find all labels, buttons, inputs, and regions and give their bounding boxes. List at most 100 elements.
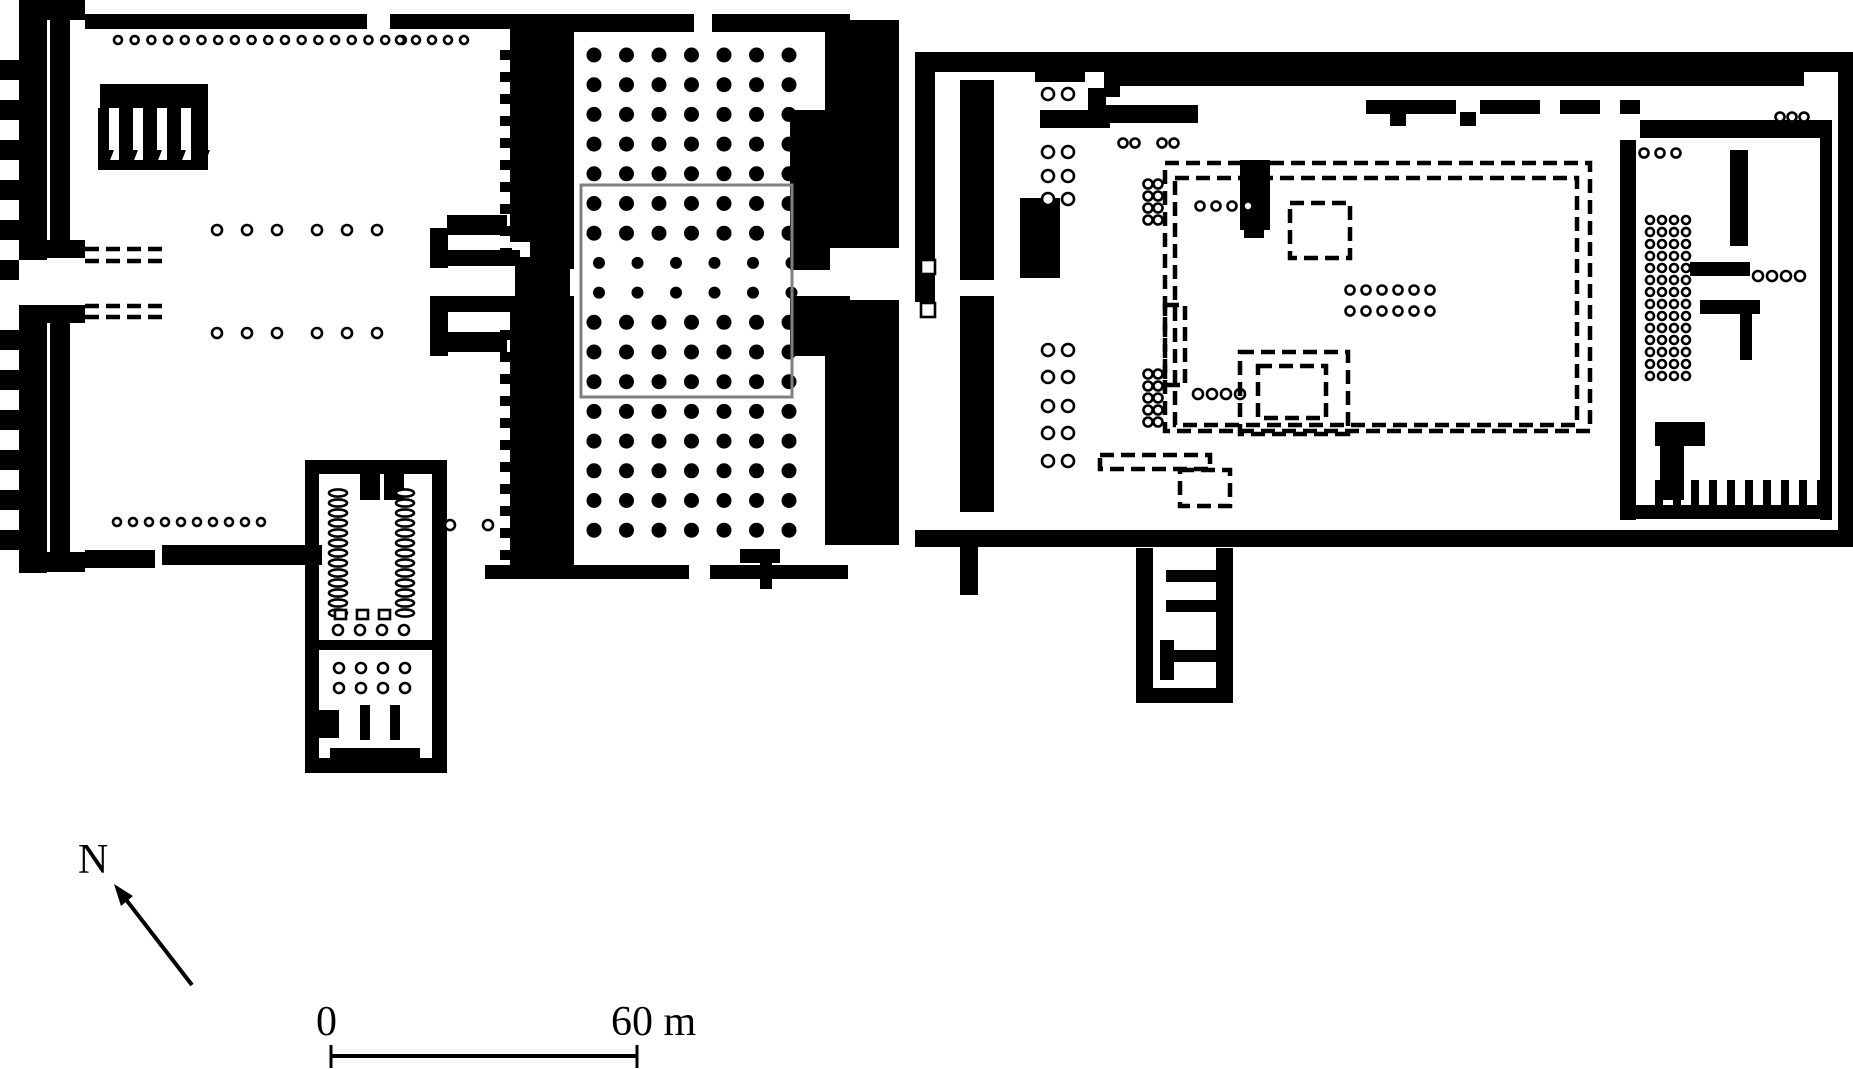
column <box>1644 286 1656 298</box>
column <box>1040 369 1056 385</box>
wall <box>712 14 850 32</box>
wall <box>1763 480 1771 508</box>
wall <box>1820 120 1832 520</box>
column <box>458 34 470 46</box>
column <box>749 374 764 390</box>
column <box>1656 250 1668 262</box>
wall <box>835 68 847 78</box>
pillar-layer <box>100 108 210 168</box>
wall <box>1640 120 1820 138</box>
column <box>1040 342 1056 358</box>
wall <box>305 460 319 773</box>
column <box>179 34 191 46</box>
wall <box>1730 150 1748 246</box>
column <box>1226 200 1238 212</box>
column <box>781 463 797 479</box>
wall <box>47 0 85 20</box>
column <box>586 314 602 330</box>
column <box>1656 214 1668 226</box>
column <box>332 661 346 675</box>
column <box>1129 137 1141 149</box>
column <box>1680 250 1692 262</box>
column <box>747 256 759 269</box>
column <box>586 522 602 538</box>
column <box>127 516 139 528</box>
wall <box>500 138 512 148</box>
column <box>327 578 349 588</box>
wall <box>1673 480 1681 508</box>
wall <box>835 330 847 340</box>
pier <box>919 301 937 319</box>
wall <box>1166 600 1216 612</box>
wall <box>500 182 512 192</box>
column <box>376 661 390 675</box>
column <box>327 488 349 498</box>
column <box>749 344 764 360</box>
column <box>684 106 699 122</box>
column <box>619 314 634 330</box>
column <box>394 588 416 598</box>
column <box>394 568 416 578</box>
column <box>327 508 349 518</box>
column <box>1392 305 1404 317</box>
column <box>651 493 667 508</box>
column <box>394 578 416 588</box>
wall <box>360 460 380 500</box>
column <box>1668 274 1680 286</box>
column <box>684 166 699 182</box>
column <box>1656 322 1668 334</box>
wall <box>1620 505 1830 519</box>
column <box>781 433 797 449</box>
wall <box>835 124 847 134</box>
dashed-outline <box>1097 452 1213 472</box>
column <box>670 286 682 299</box>
column <box>619 106 634 122</box>
column <box>1152 368 1164 380</box>
column <box>1060 191 1076 207</box>
column <box>370 326 384 340</box>
wall <box>1781 480 1789 508</box>
wall <box>1136 688 1233 703</box>
column <box>398 661 412 675</box>
wall <box>835 152 847 162</box>
column <box>1040 144 1056 160</box>
column <box>1656 334 1668 346</box>
column <box>1060 168 1076 184</box>
column <box>1191 387 1205 401</box>
column <box>619 136 634 152</box>
wall <box>1136 548 1153 703</box>
column <box>631 256 644 269</box>
column <box>394 508 416 518</box>
column <box>398 681 412 695</box>
column <box>426 34 438 46</box>
column <box>1656 238 1668 250</box>
column <box>1656 262 1668 274</box>
column <box>1644 334 1656 346</box>
column <box>593 286 605 299</box>
column <box>1060 369 1076 385</box>
column <box>212 34 224 46</box>
column <box>1060 453 1076 469</box>
wall <box>19 305 47 573</box>
column <box>586 106 602 122</box>
wall <box>1460 112 1476 126</box>
column <box>586 77 602 93</box>
wall <box>835 40 847 50</box>
pillar-gap <box>133 108 143 160</box>
column <box>394 498 416 508</box>
column <box>379 34 391 46</box>
column <box>1060 86 1076 102</box>
column <box>410 34 422 46</box>
wall <box>0 140 19 160</box>
column <box>394 518 416 528</box>
column <box>684 344 699 360</box>
column <box>394 558 416 568</box>
column <box>394 538 416 548</box>
wall <box>100 84 208 108</box>
wall <box>500 160 512 170</box>
column <box>354 661 368 675</box>
column <box>1680 346 1692 358</box>
wall <box>430 296 520 312</box>
wall <box>0 60 19 80</box>
column <box>749 166 764 182</box>
